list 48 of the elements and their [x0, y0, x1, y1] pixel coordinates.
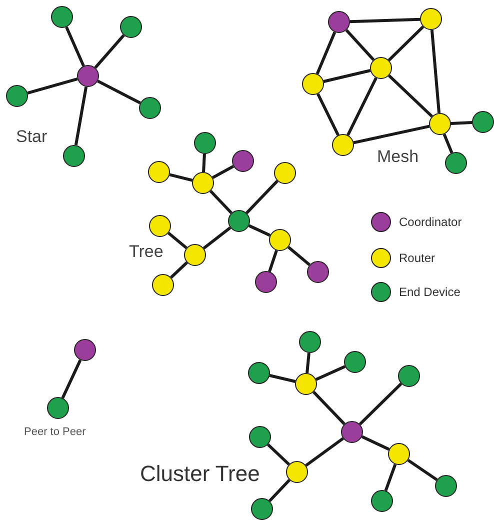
topology-label: Tree — [129, 243, 164, 260]
link-line — [94, 34, 125, 69]
link-line — [202, 226, 232, 250]
link-line — [268, 478, 291, 502]
link-line — [65, 26, 85, 67]
link-line — [27, 78, 78, 94]
legend-text: End Device — [399, 286, 460, 298]
link-line — [350, 18, 420, 24]
link-line — [388, 26, 424, 62]
link-line — [315, 365, 346, 381]
link-line — [346, 77, 378, 136]
link-line — [450, 121, 472, 125]
link-line — [345, 29, 375, 61]
link-line — [384, 464, 397, 492]
link-line — [305, 437, 344, 467]
legend-text: Router — [399, 252, 436, 264]
link-line — [268, 250, 278, 272]
link-line — [212, 164, 234, 180]
link-line — [97, 80, 141, 104]
link-line — [361, 435, 390, 451]
link-line — [388, 74, 434, 118]
link-line — [248, 224, 271, 237]
topology-label: Star — [16, 128, 48, 145]
link-line — [209, 190, 233, 214]
legend-text: Coordinator — [399, 216, 462, 228]
link-line — [323, 69, 371, 83]
link-line — [74, 86, 88, 146]
link-line — [353, 124, 430, 144]
link-line — [358, 382, 402, 426]
link-line — [269, 374, 296, 383]
link-line — [407, 458, 438, 482]
link-line — [306, 352, 310, 374]
topology-label: Mesh — [377, 148, 419, 165]
link-line — [312, 390, 346, 426]
link-line — [168, 232, 188, 250]
link-line — [170, 261, 188, 279]
link-line — [266, 443, 290, 466]
topology-label: Peer to Peer — [24, 427, 86, 438]
link-line — [202, 154, 206, 172]
link-line — [169, 173, 193, 182]
topology-label: Cluster Tree — [140, 463, 260, 485]
link-line — [61, 359, 82, 399]
link-line — [246, 180, 278, 214]
link-line — [316, 93, 340, 136]
link-line — [442, 134, 454, 154]
link-line — [430, 30, 441, 114]
link-line — [287, 246, 311, 266]
link-line — [316, 32, 336, 74]
